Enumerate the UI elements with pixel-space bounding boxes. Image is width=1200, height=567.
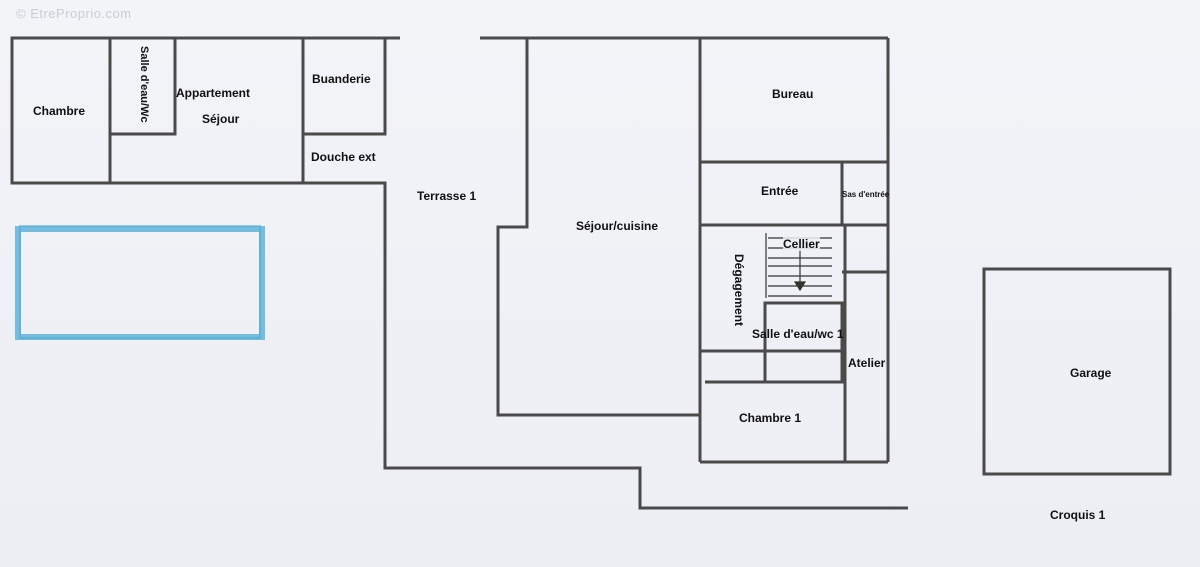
room-label-chambre: Chambre: [33, 104, 86, 118]
room-label-salle-eau-wc: Salle d'eau/Wc: [138, 46, 150, 123]
room-label-terrasse: Terrasse 1: [417, 189, 477, 203]
room-label-douche-ext: Douche ext: [311, 150, 376, 164]
room-label-atelier: Atelier: [848, 356, 886, 370]
room-label-degagement: Dégagement: [732, 254, 746, 327]
stair-arrow-icon: [793, 281, 807, 292]
room-label-sas-entree: Sas d'entrée: [842, 190, 890, 199]
room-label-bureau: Bureau: [772, 87, 814, 101]
watermark: © EtreProprio.com: [16, 6, 132, 21]
room-label-appartement: Appartement: [176, 86, 251, 100]
wall-salle-eau: [763, 301, 844, 384]
house-wall-terrace-side: [480, 36, 700, 417]
room-label-garage: Garage: [1070, 366, 1112, 380]
room-label-sejour-cuisine: Séjour/cuisine: [576, 219, 659, 233]
room-label-sejour: Séjour: [202, 112, 240, 126]
annex-outer-wall: [10, 36, 908, 510]
room-label-entree: Entrée: [761, 184, 799, 198]
annex-wall-buanderie: [301, 36, 387, 136]
caption-croquis: Croquis 1: [1050, 508, 1106, 522]
room-label-buanderie: Buanderie: [312, 72, 371, 86]
garage-walls: [982, 267, 1172, 476]
room-label-cellier: Cellier: [783, 237, 820, 251]
room-label-chambre-1: Chambre 1: [739, 411, 802, 425]
room-label-salle-eau-wc-1: Salle d'eau/wc 1: [752, 327, 844, 341]
pool-outline: [15, 226, 265, 340]
